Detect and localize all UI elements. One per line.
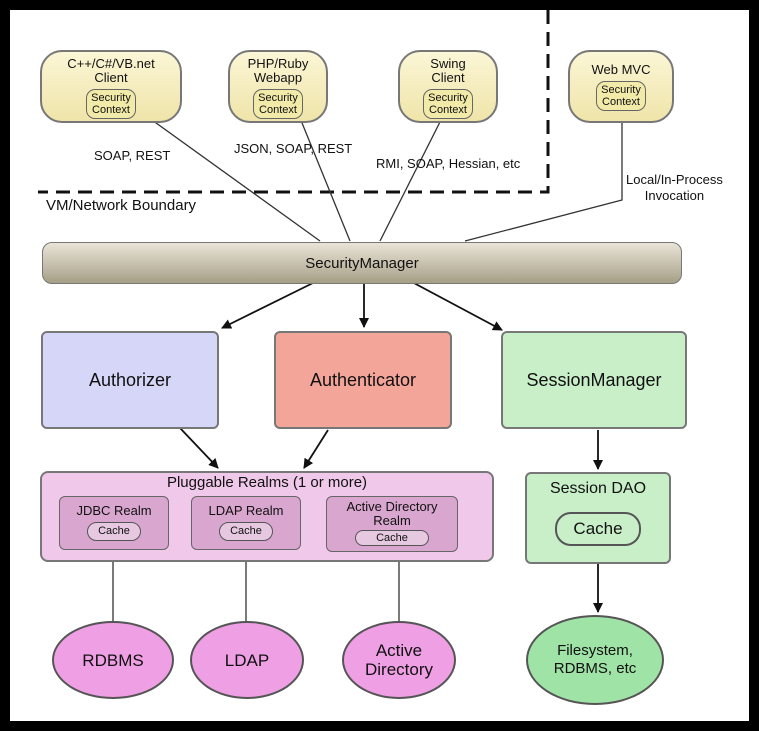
client-php-line — [299, 117, 351, 242]
authorizer-label: Authorizer — [88, 369, 172, 390]
client-web-mvc: Web MVC Security Context — [568, 50, 674, 123]
realm-jdbc: JDBC Realm Cache — [59, 496, 169, 550]
protocol-soap-rest: SOAP, REST — [94, 148, 171, 163]
client-web-mvc-title: Web MVC — [591, 62, 651, 77]
pluggable-realms-title: Pluggable Realms (1 or more) — [166, 474, 368, 491]
authenticator: Authenticator — [274, 331, 452, 429]
vm-network-boundary-label: VM/Network Boundary — [46, 197, 197, 214]
store-filesystem-label: Filesystem, RDBMS, etc — [553, 642, 637, 677]
protocol-rmi-soap-hessian: RMI, SOAP, Hessian, etc — [376, 156, 521, 171]
client-web-mvc-security-context: Security Context — [596, 81, 646, 111]
realm-jdbc-label: JDBC Realm — [76, 503, 152, 518]
client-webmvc-line — [464, 118, 623, 242]
realm-jdbc-cache: Cache — [87, 522, 141, 541]
realm-active-directory-label: Active Directory Realm — [346, 499, 438, 528]
client-swing: Swing Client Security Context — [398, 50, 498, 123]
authorizer: Authorizer — [41, 331, 219, 429]
client-cpp-title: C++/C#/VB.net Client — [67, 56, 155, 85]
store-filesystem: Filesystem, RDBMS, etc — [526, 615, 664, 705]
session-manager: SessionManager — [501, 331, 687, 429]
security-manager-label: SecurityManager — [305, 254, 419, 272]
client-php-security-context: Security Context — [253, 89, 303, 119]
store-ldap-label: LDAP — [224, 650, 270, 670]
authenticator-label: Authenticator — [309, 369, 417, 390]
sm-to-session-arrow — [411, 281, 503, 331]
store-rdbms: RDBMS — [52, 621, 174, 699]
architecture-diagram: C++/C#/VB.net Client Security Context PH… — [10, 10, 749, 721]
session-dao: Session DAO Cache — [525, 472, 671, 564]
store-active-directory: Active Directory — [342, 621, 456, 699]
connectors — [38, 10, 623, 622]
realm-ldap-cache: Cache — [219, 522, 273, 541]
store-rdbms-label: RDBMS — [82, 650, 144, 670]
realm-ldap-label: LDAP Realm — [208, 503, 284, 518]
client-swing-line — [379, 117, 443, 242]
realm-active-directory: Active Directory Realm Cache — [326, 496, 458, 552]
session-manager-label: SessionManager — [526, 369, 662, 390]
client-cpp-security-context: Security Context — [86, 89, 136, 119]
client-swing-title: Swing Client — [430, 56, 466, 85]
session-dao-cache: Cache — [555, 512, 641, 546]
client-cpp-line — [144, 114, 321, 242]
authenticator-to-realms-arrow — [303, 429, 329, 469]
client-cpp: C++/C#/VB.net Client Security Context — [40, 50, 182, 123]
realm-active-directory-cache: Cache — [355, 530, 429, 546]
client-swing-security-context: Security Context — [423, 89, 473, 119]
realm-ldap: LDAP Realm Cache — [191, 496, 301, 550]
sm-to-authorizer-arrow — [221, 281, 316, 329]
client-php-title: PHP/Ruby Webapp — [247, 56, 309, 85]
security-manager: SecurityManager — [42, 242, 682, 284]
session-dao-title: Session DAO — [549, 480, 647, 497]
authorizer-to-realms-arrow — [179, 427, 219, 469]
store-ldap: LDAP — [190, 621, 304, 699]
protocol-json-soap-rest: JSON, SOAP, REST — [234, 141, 353, 156]
protocol-local-in-process: Local/In-Process Invocation — [626, 172, 723, 203]
store-active-directory-label: Active Directory — [364, 641, 433, 679]
client-php: PHP/Ruby Webapp Security Context — [228, 50, 328, 123]
vm-network-boundary-line — [38, 10, 550, 194]
